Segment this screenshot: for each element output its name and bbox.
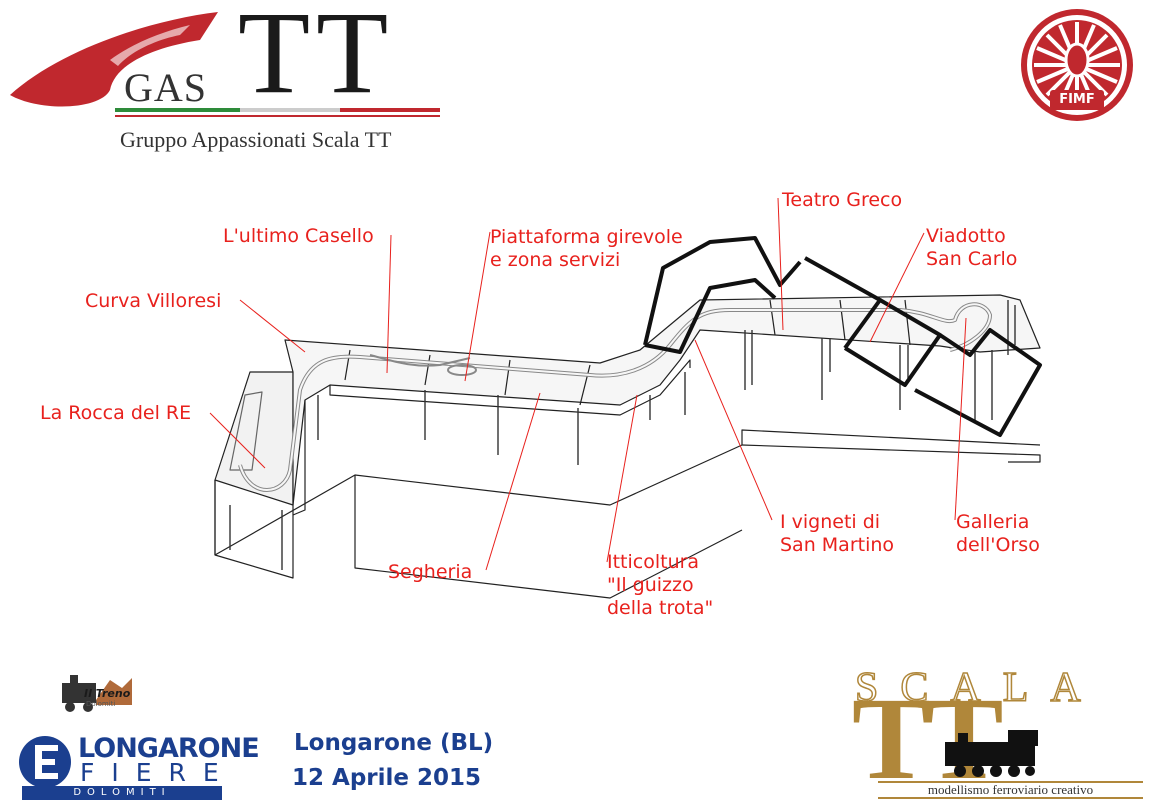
label-itticoltura: Itticoltura "Il guizzo della trota": [607, 551, 714, 619]
longarone-line2: FIERE: [80, 758, 236, 787]
gas-subtitle: Gruppo Appassionati Scala TT: [120, 127, 392, 152]
wheel-icon: [1021, 9, 1133, 121]
gas-swoosh-graphic: [10, 12, 440, 117]
label-viadotto: Viadotto San Carlo: [926, 225, 1018, 270]
label-vigneti: I vigneti di San Martino: [780, 511, 895, 556]
fimf-badge-text: FIMF: [1059, 92, 1095, 107]
label-rocca-re: La Rocca del RE: [40, 402, 192, 424]
il-treno-sub: Dolomiti: [86, 700, 116, 708]
label-piattaforma: Piattaforma girevole e zona servizi: [490, 226, 683, 271]
longarone-line3: DOLOMITI: [73, 787, 171, 798]
scala-tt-text: TT: [852, 673, 1003, 804]
locomotive-icon: [62, 675, 132, 712]
tt-logo-text: TT: [238, 0, 395, 118]
label-teatro-greco: Teatro Greco: [782, 189, 903, 211]
label-segheria: Segheria: [388, 561, 473, 583]
label-ultimo-casello: L'ultimo Casello: [223, 225, 374, 247]
event-location: Longarone (BL): [294, 730, 494, 756]
scala-tagline: modellismo ferroviario creativo: [927, 782, 1094, 797]
label-galleria: Galleria dell'Orso: [956, 511, 1040, 556]
scala-word: SCALA: [854, 665, 1103, 711]
gas-logo-text: GAS: [124, 65, 208, 110]
label-curva-villoresi: Curva Villoresi: [85, 290, 222, 312]
il-treno-text: Il Treno: [84, 687, 131, 700]
longarone-line1: LONGARONE: [78, 733, 260, 764]
lf-emblem-icon: [19, 736, 222, 800]
event-date: 12 Aprile 2015: [292, 765, 482, 791]
